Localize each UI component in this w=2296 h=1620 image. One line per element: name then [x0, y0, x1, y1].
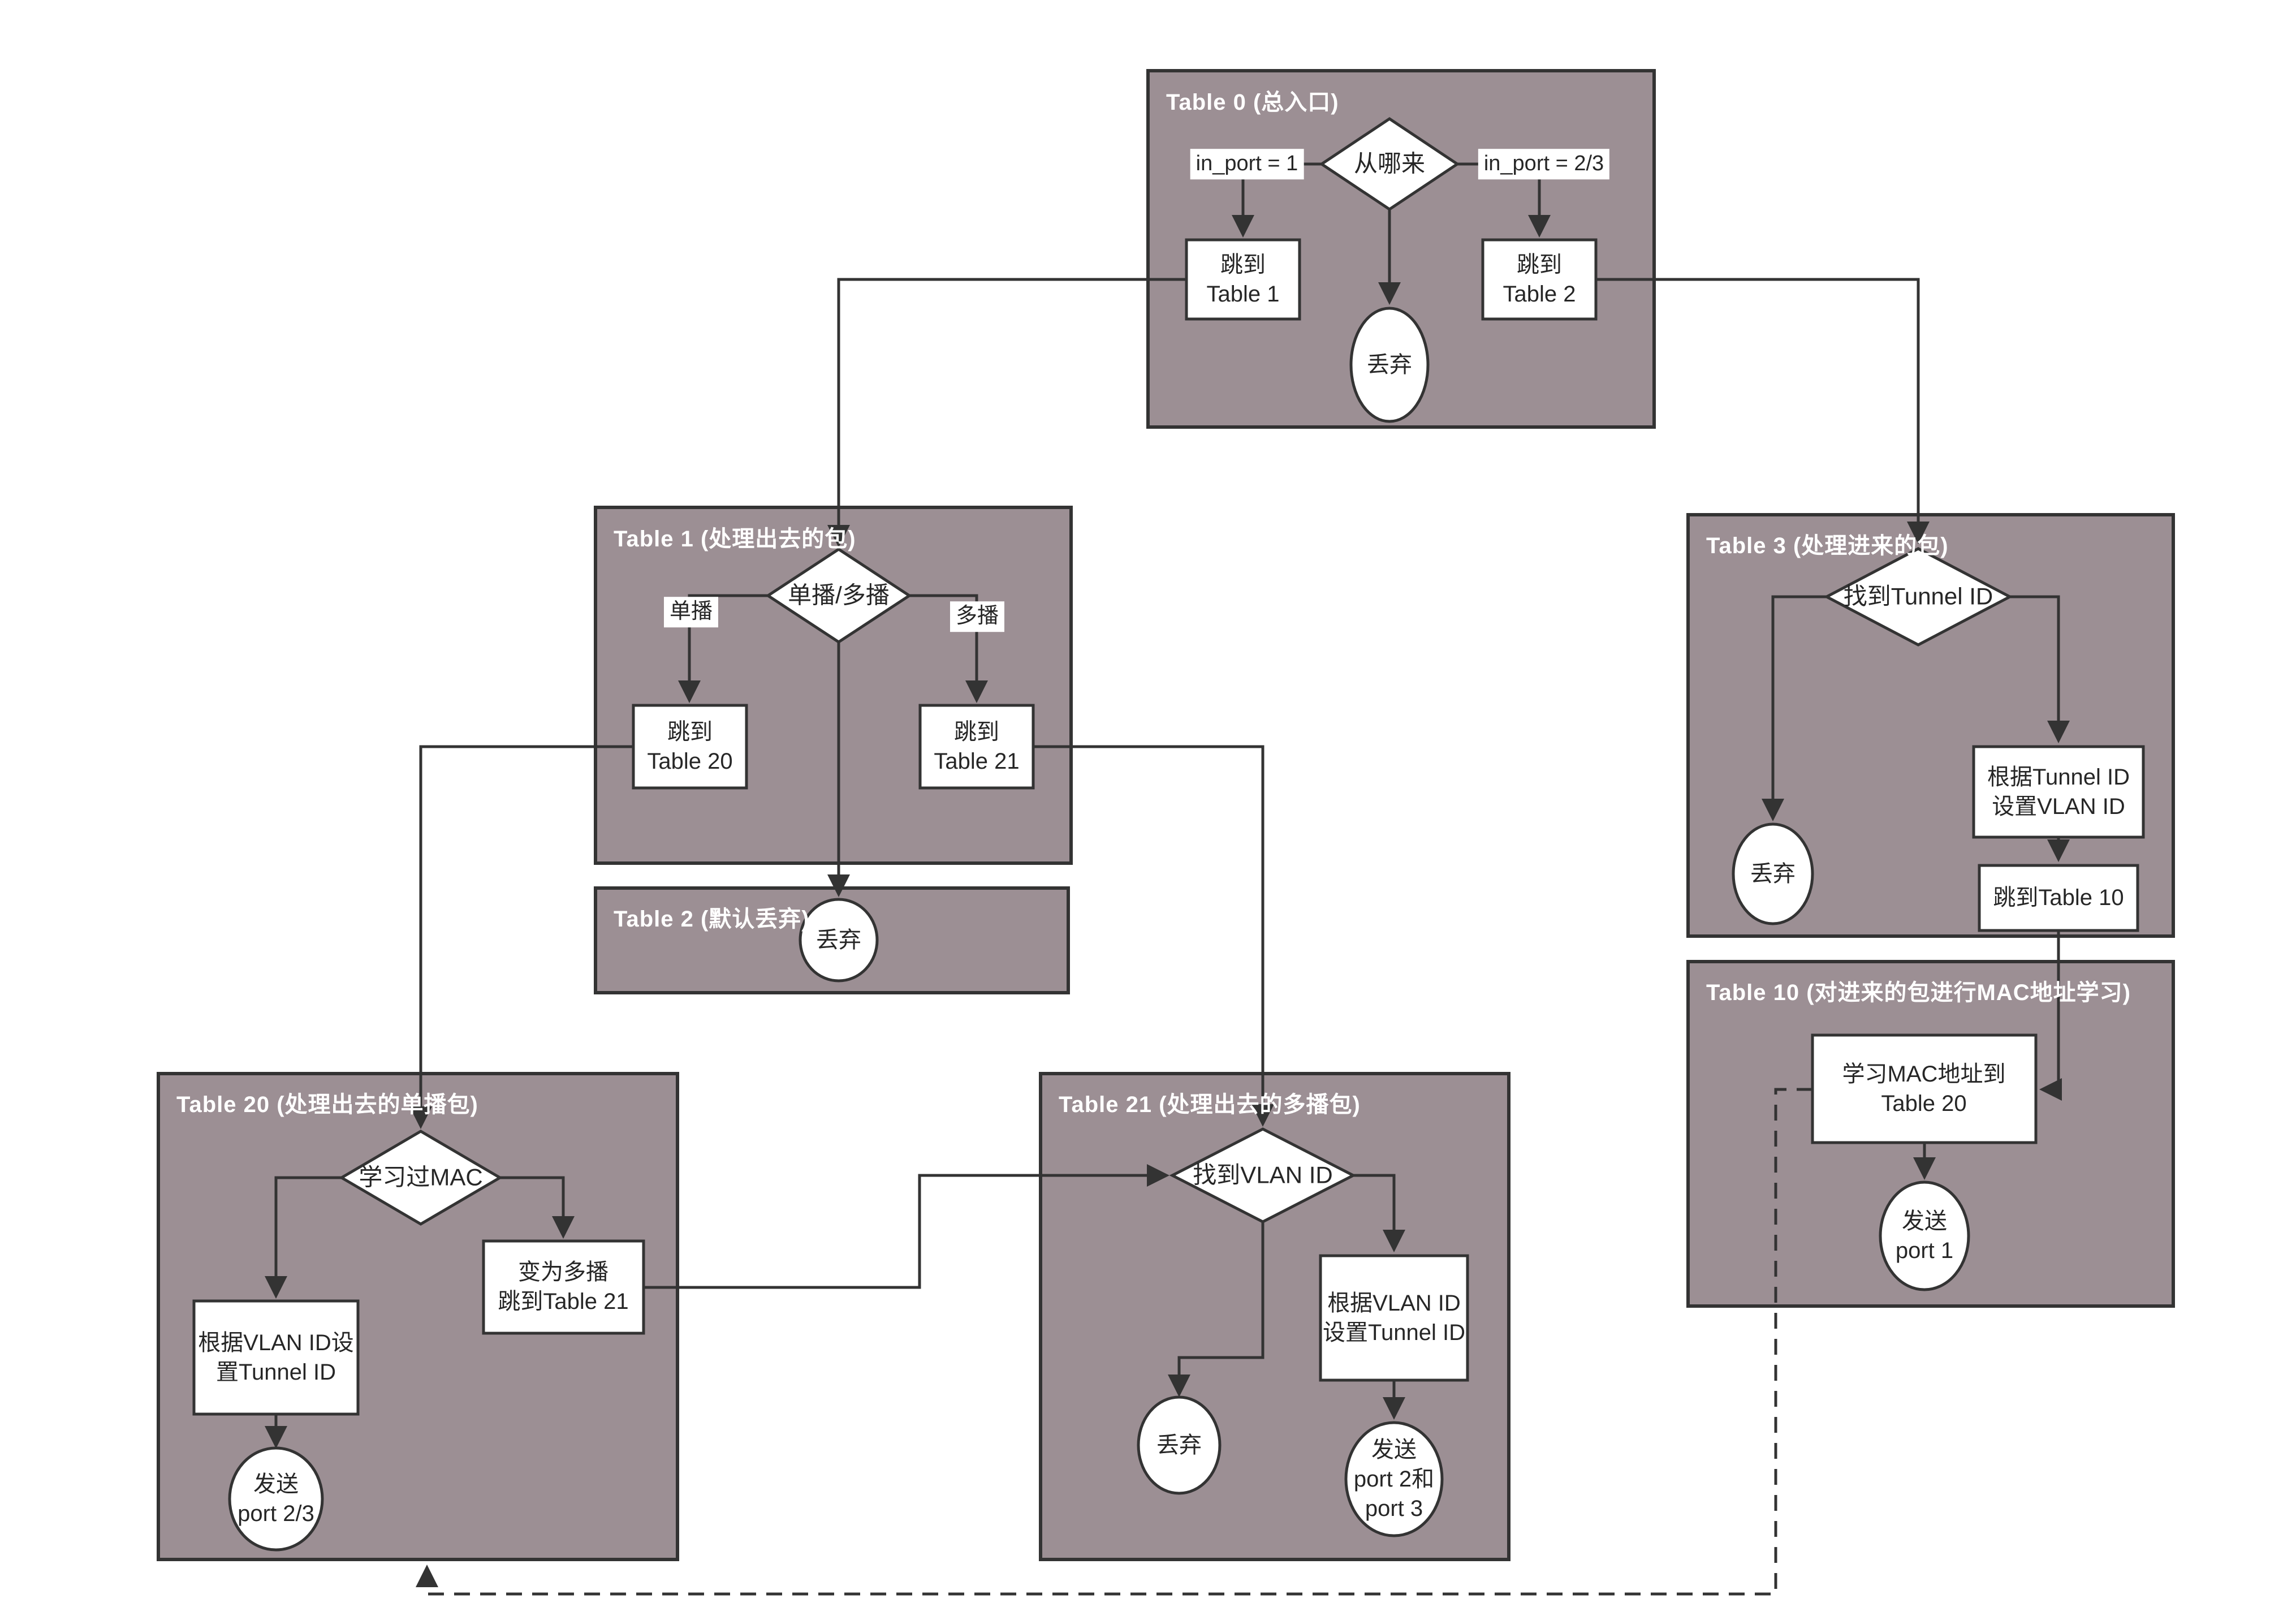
decision-t20-mac-learned [339, 1130, 503, 1226]
decision-t21-label: 找到VLAN ID [1193, 1161, 1333, 1188]
table-10-title: Table 10 (对进来的包进行MAC地址学习) [1706, 980, 2131, 1005]
edge-t1-to-t20 [409, 745, 633, 1129]
edge-t3-to-t10 [2039, 930, 2062, 1101]
table-3-title: Table 3 (处理进来的包) [1706, 533, 1949, 558]
edge-label-inport23: in_port = 2/3 [1478, 149, 1610, 179]
edge-t3-to-set-vlan [2010, 595, 2070, 743]
terminal-t21-send-port2-3 [1344, 1421, 1444, 1537]
box-t20-set-tunnel-label: 根据VLAN ID设 置Tunnel ID [198, 1330, 354, 1385]
terminal-t21-drop-label: 丢弃 [1156, 1433, 1202, 1458]
edge-t1-multicast-branch [909, 594, 988, 703]
edge-t20-to-t21 [644, 1164, 1169, 1289]
decision-t3-label: 找到Tunnel ID [1843, 583, 1993, 610]
box-t1-jump-table20-label: 跳到 Table 20 [647, 719, 733, 774]
box-t0-jump-table2 [1481, 238, 1598, 321]
box-t3-set-vlan-label: 根据Tunnel ID 设置VLAN ID [1987, 765, 2130, 819]
box-t0-jump-table1 [1185, 238, 1301, 321]
edge-t21-no-vlan-to-drop [1168, 1222, 1264, 1397]
edge-t21-to-set-tunnel [1353, 1174, 1405, 1252]
terminal-t2-drop [799, 898, 879, 983]
edge-t0-to-t1 [827, 278, 1186, 548]
table-20-title: Table 20 (处理出去的单播包) [176, 1092, 478, 1117]
table-2-title: Table 2 (默认丢弃) [614, 907, 810, 932]
terminal-t20-send-port23 [228, 1446, 324, 1552]
box-t20-set-tunnel-id [192, 1299, 360, 1416]
edge-t0-to-t3 [1596, 278, 1930, 544]
decision-t0-label: 从哪来 [1353, 150, 1426, 177]
table-0-title: Table 0 (总入口) [1166, 90, 1339, 115]
terminal-t0-drop-label: 丢弃 [1367, 352, 1412, 377]
box-t1-jump-table20 [632, 704, 748, 790]
terminal-t21-drop [1137, 1395, 1222, 1495]
box-t1-jump-table21 [918, 704, 1035, 790]
decision-t20-label: 学习过MAC [359, 1164, 483, 1191]
box-t0-jump-table2-label: 跳到 Table 2 [1503, 252, 1576, 307]
box-t10-learn-mac [1811, 1033, 2038, 1144]
decision-t1-uni-or-multi [765, 548, 912, 644]
box-t0-jump-table1-label: 跳到 Table 1 [1206, 252, 1280, 307]
terminal-t21-send-label: 发送 port 2和 port 3 [1353, 1437, 1435, 1521]
edge-t20-not-learned-branch [500, 1176, 575, 1239]
edge-label-unicast: 单播 [663, 597, 719, 627]
edge-t3-no-tunnel-to-drop [1762, 595, 1827, 821]
terminal-t10-send-port1 [1879, 1180, 1970, 1291]
box-t1-jump-table21-label: 跳到 Table 21 [934, 719, 1020, 774]
box-t21-set-tunnel-id [1319, 1254, 1469, 1382]
decision-t3-found-tunnel-id [1823, 547, 2013, 647]
decision-t0-where-from [1319, 117, 1460, 212]
box-t3-set-vlan-id [1972, 745, 2145, 839]
table-21-title: Table 21 (处理出去的多播包) [1059, 1092, 1361, 1117]
table-1-title: Table 1 (处理出去的包) [614, 527, 856, 552]
terminal-t10-send-label: 发送 port 1 [1895, 1209, 1954, 1263]
decision-t21-found-vlan-id [1169, 1127, 1357, 1223]
edge-t20-learned-branch [265, 1176, 342, 1299]
box-t10-learn-mac-label: 学习MAC地址到 Table 20 [1842, 1062, 2006, 1116]
edge-label-inport1: in_port = 1 [1190, 149, 1304, 179]
box-t20-to-multicast-label: 变为多播 跳到Table 21 [498, 1260, 629, 1314]
box-t21-set-tunnel-label: 根据VLAN ID 设置Tunnel ID [1323, 1291, 1465, 1345]
box-t20-to-multicast [482, 1239, 645, 1335]
box-t3-jump-table10-label: 跳到Table 10 [1993, 885, 2124, 910]
edge-label-multicast: 多播 [950, 601, 1005, 632]
terminal-t3-drop [1732, 822, 1814, 925]
edge-t1-to-t21 [1033, 745, 1274, 1127]
decision-t1-label: 单播/多播 [788, 581, 890, 609]
terminal-t0-drop [1349, 307, 1430, 423]
terminal-t20-send-label: 发送 port 2/3 [238, 1472, 314, 1526]
box-t3-jump-table10 [1978, 864, 2139, 932]
edge-t1-unicast-branch [678, 594, 768, 703]
terminal-t3-drop-label: 丢弃 [1750, 861, 1796, 886]
terminal-t2-drop-label: 丢弃 [816, 928, 861, 953]
